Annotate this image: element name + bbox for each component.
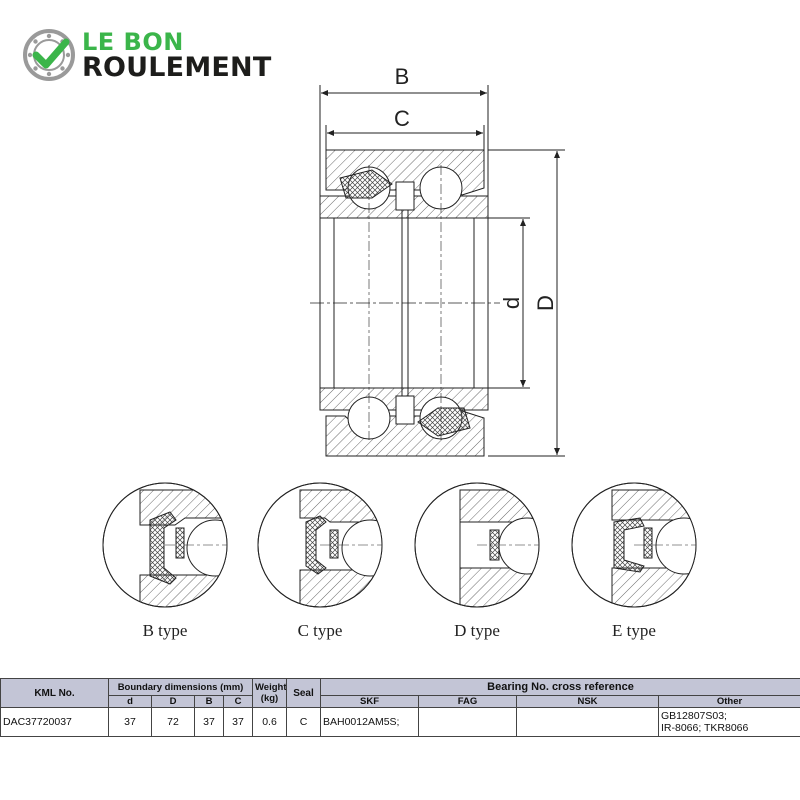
header-skf: SKF <box>320 695 419 708</box>
cell-weight: 0.6 <box>252 707 287 737</box>
header-b: B <box>194 695 224 708</box>
seal-type-label-e: E type <box>612 621 656 640</box>
header-boundary-dimensions: Boundary dimensions (mm) <box>108 678 253 696</box>
cell-seal: C <box>286 707 321 737</box>
cell-kml-no: DAC37720037 <box>0 707 109 737</box>
header-kml-no: KML No. <box>0 678 109 708</box>
cell-other: GB12807S03; IR-8066; TKR8066 <box>657 707 800 737</box>
header-d-inner: d <box>108 695 152 708</box>
cell-skf: BAH0012AM5S; <box>320 707 419 737</box>
seal-type-label-c: C type <box>298 621 343 640</box>
cell-b: 37 <box>194 707 224 737</box>
dimension-lines <box>319 85 565 457</box>
cell-other-line1: GB12807S03; <box>661 710 727 722</box>
cell-fag <box>418 707 517 737</box>
header-nsk: NSK <box>516 695 659 708</box>
seal-type-label-d: D type <box>454 621 500 640</box>
seal-detail-e <box>571 482 697 608</box>
header-d-outer: D <box>151 695 195 708</box>
cell-c: 37 <box>223 707 253 737</box>
seal-detail-c <box>257 482 383 608</box>
header-cross-reference: Bearing No. cross reference <box>319 678 800 696</box>
cell-d-inner: 37 <box>108 707 152 737</box>
dim-label-d-outer: D <box>533 295 558 311</box>
dim-label-c: C <box>394 106 410 131</box>
brand-logo: LE BON ROULEMENT <box>22 26 302 90</box>
header-c: C <box>223 695 253 708</box>
seal-detail-b <box>102 482 228 608</box>
logo-text-line1: LE BON <box>82 28 184 56</box>
seal-detail-d <box>414 482 540 608</box>
cell-d-outer: 72 <box>151 707 195 737</box>
dim-label-b: B <box>395 64 410 89</box>
bearing-cross-section <box>310 149 500 457</box>
cell-other-line2: IR-8066; TKR8066 <box>661 722 749 734</box>
logo-text-line2: ROULEMENT <box>82 52 272 83</box>
dim-label-d-inner: d <box>499 297 524 309</box>
cell-nsk <box>516 707 659 737</box>
spec-table: KML No. Boundary dimensions (mm) Weight … <box>0 678 800 737</box>
header-other: Other <box>657 695 800 708</box>
header-weight: Weight (kg) <box>252 678 287 708</box>
bearing-check-icon <box>23 29 75 81</box>
header-seal: Seal <box>286 678 321 708</box>
seal-type-label-b: B type <box>143 621 188 640</box>
header-fag: FAG <box>418 695 517 708</box>
table-row: DAC37720037 37 72 37 37 0.6 C BAH0012AM5… <box>0 707 800 737</box>
